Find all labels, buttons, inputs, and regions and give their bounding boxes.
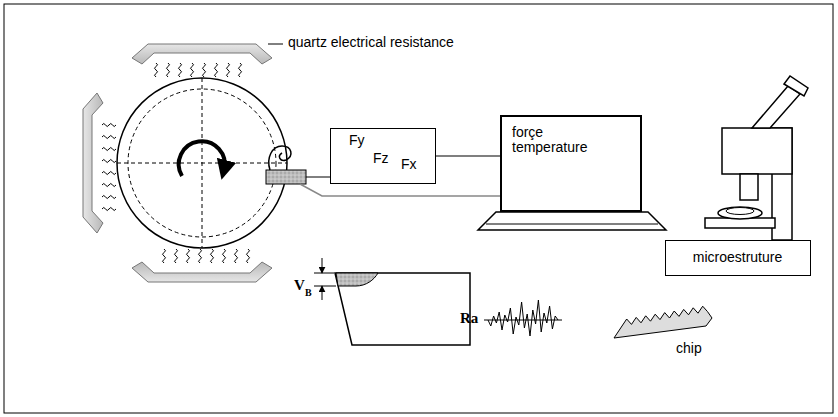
tool-insert <box>335 273 470 345</box>
laptop-base <box>486 224 658 225</box>
heat-wave <box>175 249 178 263</box>
chip-shape <box>614 306 712 338</box>
axis <box>202 78 203 248</box>
heater-shell <box>132 44 272 64</box>
eyepiece <box>752 86 800 128</box>
microscope-head <box>722 128 792 174</box>
heat-wave <box>187 249 190 263</box>
dimension-arrow <box>322 258 323 273</box>
heat-wave <box>223 249 226 263</box>
wear-land <box>336 273 378 286</box>
heat-wave <box>239 63 242 77</box>
heat-wave <box>215 63 218 77</box>
force-label: Fz <box>373 151 389 166</box>
sample <box>718 207 762 219</box>
roughness-profile <box>484 300 562 336</box>
heat-wave <box>227 63 230 77</box>
heat-wave <box>211 249 214 263</box>
heat-wave <box>102 160 116 163</box>
force-label: Fy <box>349 133 365 148</box>
quartz-heater <box>132 44 272 77</box>
wear-symbol: V <box>294 277 305 294</box>
heat-wave <box>102 196 116 199</box>
dimension-arrow <box>322 286 323 300</box>
heat-wave <box>155 63 158 77</box>
rotation-arrow <box>179 141 225 176</box>
thermocouple-wire <box>300 184 500 196</box>
heat-wave <box>102 184 116 187</box>
heat-wave <box>235 249 238 263</box>
dimension-tick <box>314 286 336 287</box>
roughness-symbol: Ra <box>460 310 478 327</box>
heat-wave <box>179 63 182 77</box>
part-label: microestruture <box>693 250 782 265</box>
laptop-base <box>478 212 666 230</box>
heater-shell <box>83 93 103 233</box>
heat-wave <box>191 63 194 77</box>
quartz-heater <box>83 93 116 233</box>
heat-wave <box>167 63 170 77</box>
heat-wave <box>247 249 250 263</box>
heat-wave <box>163 249 166 263</box>
chip-figure <box>614 306 712 338</box>
heat-wave <box>102 148 116 151</box>
leader-line <box>268 44 283 45</box>
wear-subscript: B <box>305 287 312 298</box>
laptop-screen: forçe temperature <box>500 115 642 212</box>
frame <box>4 4 833 413</box>
workpiece <box>117 78 287 248</box>
sample <box>726 208 754 215</box>
chip-label: chip <box>676 341 702 356</box>
force-label: Fx <box>401 157 417 172</box>
dynamometer-box: FyFz Fx <box>330 128 436 184</box>
heat-wave <box>203 63 206 77</box>
chip-curl <box>269 146 291 170</box>
screen-text: forçe temperature <box>512 125 592 156</box>
heater-shell <box>132 262 272 282</box>
cutting-tool <box>266 170 306 184</box>
heaters <box>83 44 272 282</box>
heat-wave <box>102 208 116 211</box>
dimension-tick <box>314 273 334 274</box>
heat-wave <box>102 124 116 127</box>
quartz-heater <box>132 249 272 282</box>
heat-wave <box>102 136 116 139</box>
signal-cable <box>436 155 500 156</box>
objective <box>740 174 758 200</box>
microscope-base: microestruture <box>665 240 811 276</box>
tool-holder <box>306 177 330 178</box>
eyepiece <box>784 76 808 96</box>
heater-label: quartz electrical resistance <box>288 35 454 50</box>
heat-wave <box>199 249 202 263</box>
roughness-profile <box>488 300 558 336</box>
heat-wave <box>102 172 116 175</box>
